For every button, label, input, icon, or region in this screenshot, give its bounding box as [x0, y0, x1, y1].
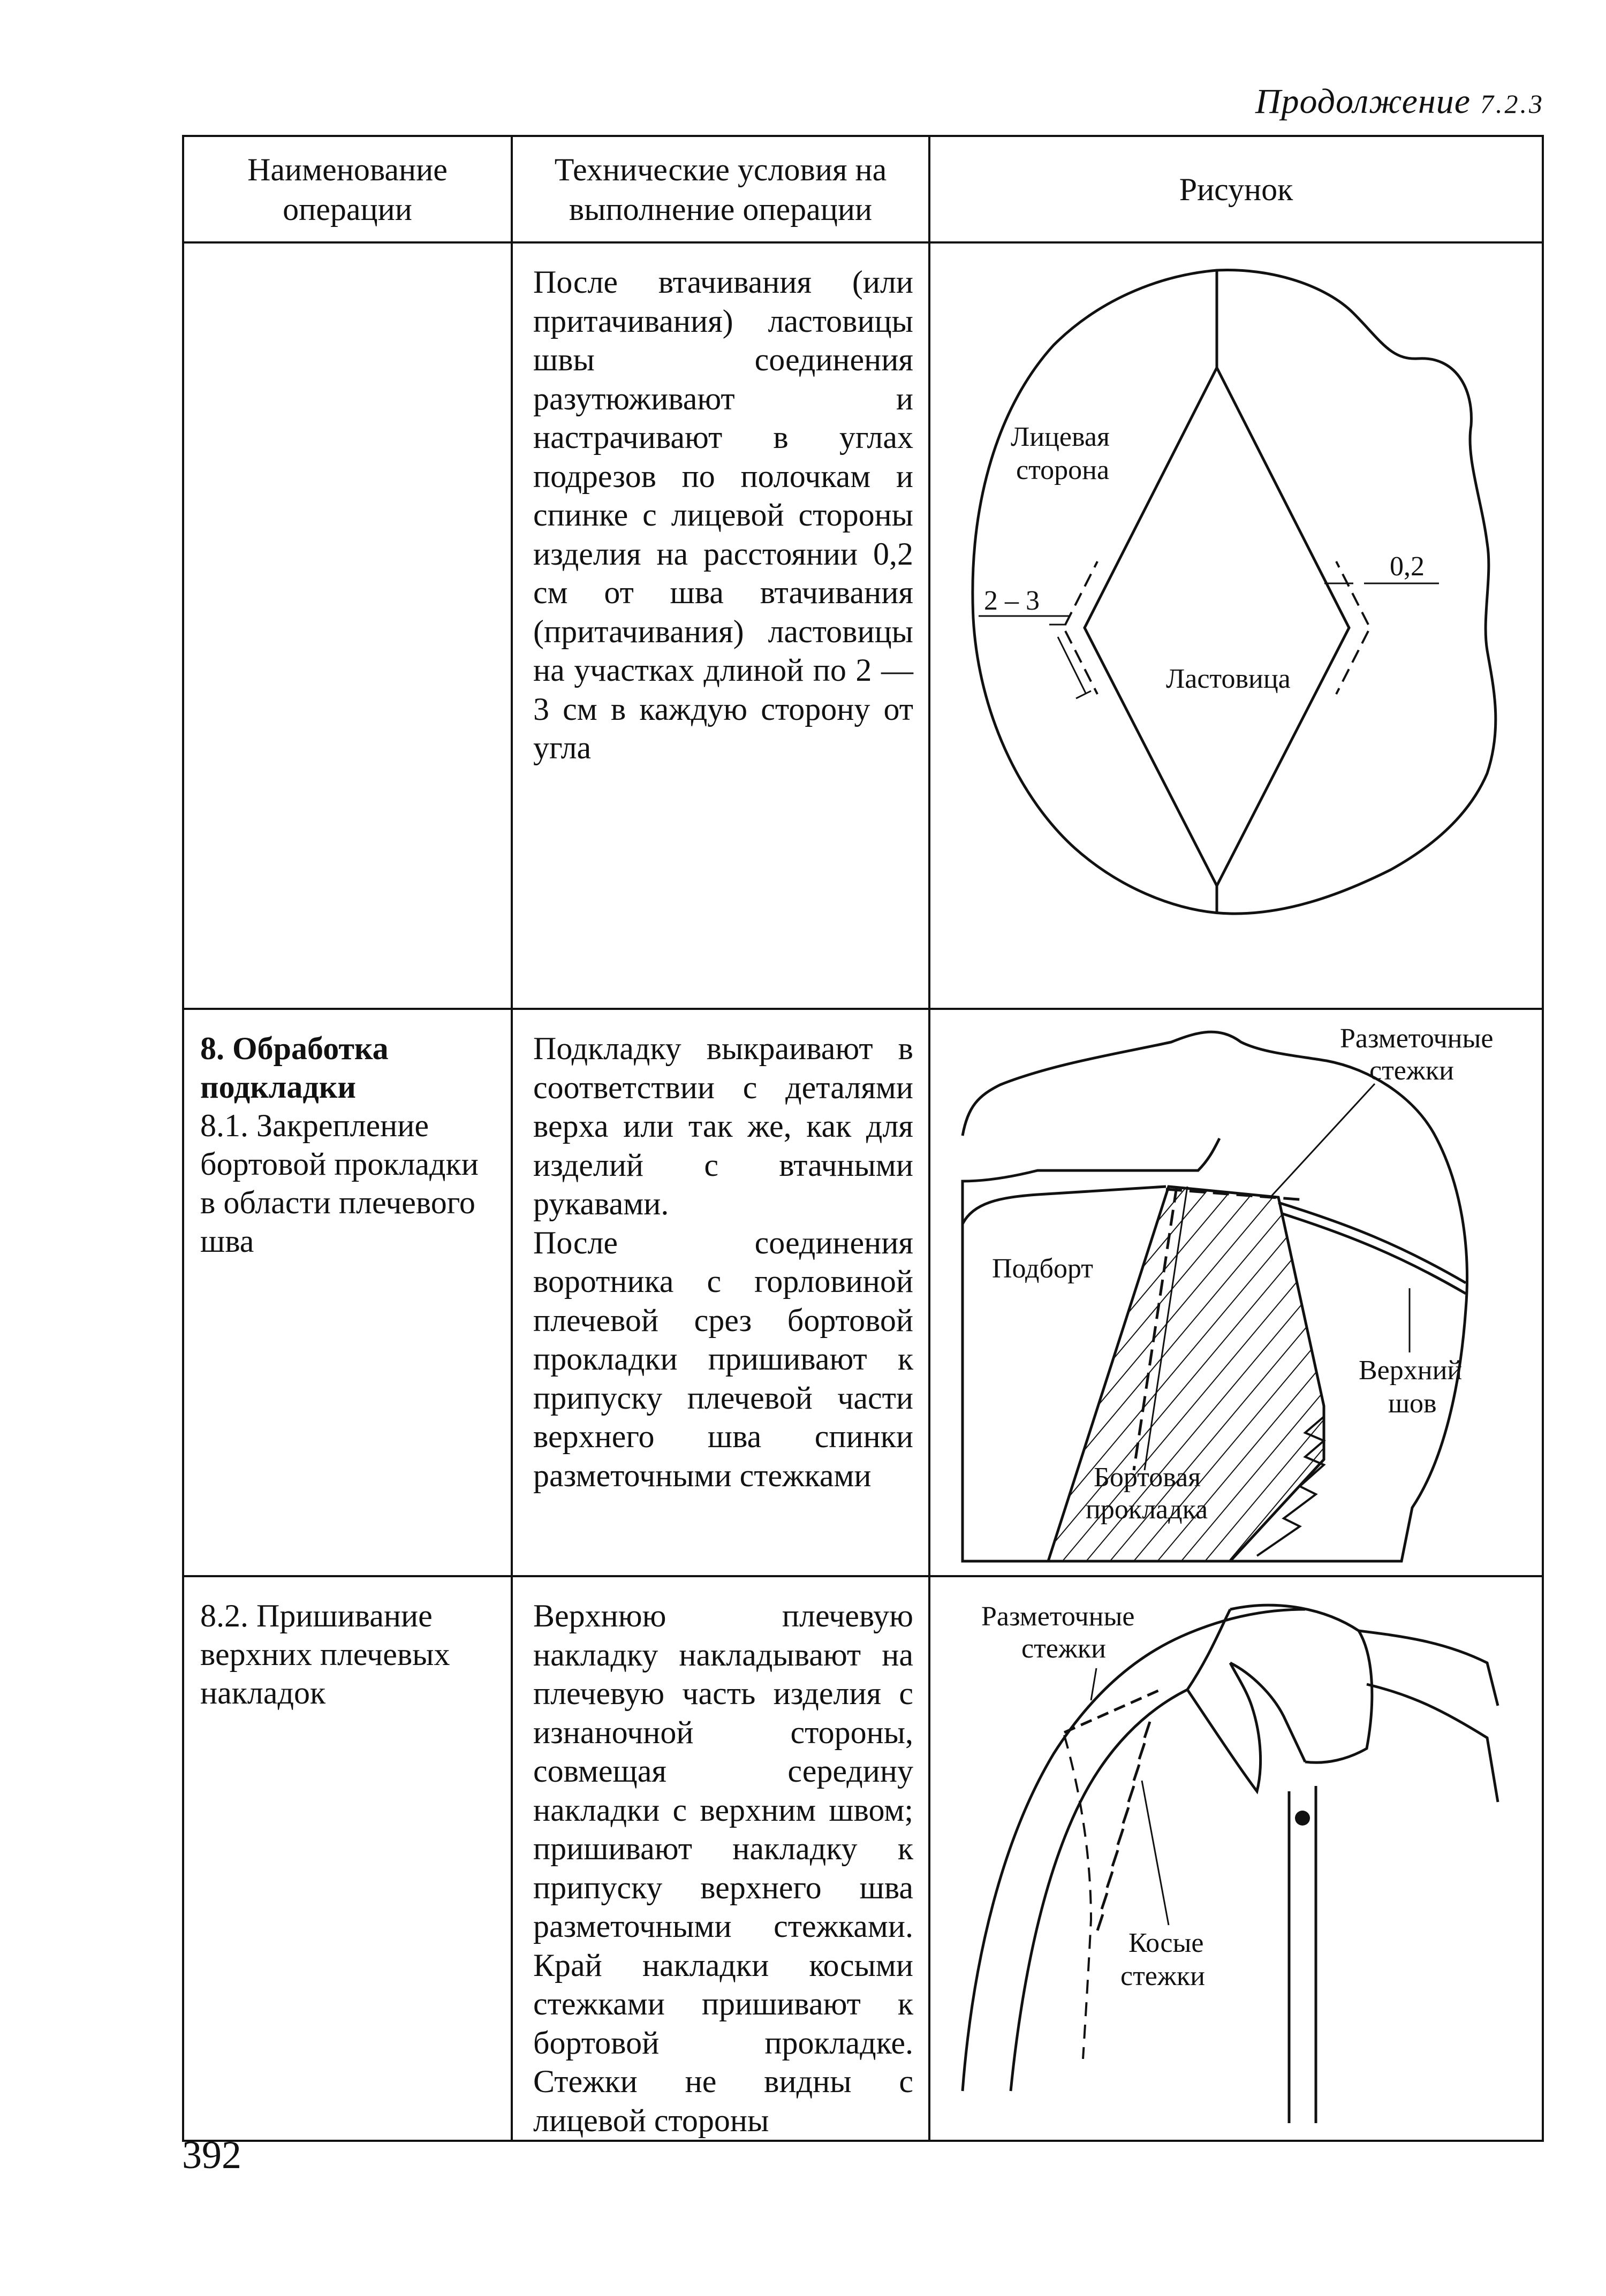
- continuation-caption: Продолжение 7.2.3: [1255, 81, 1544, 122]
- garment-outline: [971, 269, 1497, 915]
- interlining-label: Бортовая прокладка: [1086, 1462, 1208, 1525]
- gusset-label: Ластовица: [1166, 664, 1291, 694]
- header-figure: Рисунок: [928, 135, 1544, 244]
- marking-stitches-label: Разметочные стежки: [1340, 1023, 1500, 1086]
- seam-line: [1143, 1186, 1188, 1471]
- caption-text: Продолжение: [1255, 82, 1471, 121]
- header-technical-conditions: Технические условия на выполнение операц…: [511, 135, 930, 244]
- top-seam-label: Верхний шов: [1359, 1355, 1469, 1419]
- right-shoulder-top: [1358, 1629, 1499, 1706]
- dim-line-length: [1057, 636, 1087, 694]
- pad-edge-line: [1063, 1735, 1093, 2059]
- operation-text: 8.1. Закрепление бортовой прокладки в об…: [200, 1108, 479, 1259]
- shoulder-pad-figure: Разметочные стежки Косые стежки: [961, 1601, 1499, 2123]
- conditions-cell: Верхнюю плечевую накладку накладывают на…: [511, 1575, 930, 2142]
- figure-cell: Разметочные стежки Косые стежки: [928, 1575, 1544, 2142]
- operation-cell: 8.2. Пришивание верхних плечевых накладо…: [182, 1575, 513, 2142]
- dim-seam-label: 0,2: [1390, 551, 1425, 582]
- leader-slant-stitches: [1141, 1780, 1170, 1926]
- operation-cell: [182, 241, 513, 1010]
- left-lower-stitch: [1064, 630, 1099, 695]
- face-side-label: Лицевая сторона: [1011, 422, 1117, 485]
- gusset-figure: 2 – 3 0,2 Лицевая сторона Ластовица: [971, 269, 1497, 915]
- conditions-text: Верхнюю плечевую накладку накладывают на…: [533, 1598, 913, 2138]
- conditions-text: После соединения воротника с горловиной …: [533, 1225, 913, 1493]
- marking-stitch-line: [1132, 1186, 1178, 1471]
- figure-cell: Разметочные стежки Подборт Верхний шов Б…: [928, 1008, 1544, 1577]
- conditions-text: Подкладку выкраивают в соответствии с де…: [533, 1031, 913, 1221]
- facing-label: Подборт: [992, 1253, 1093, 1284]
- right-shoulder-seam: [1366, 1683, 1499, 1803]
- leader-marking-stitches: [1090, 1668, 1097, 1701]
- left-upper-stitch: [1064, 561, 1099, 625]
- collar-left: [1186, 1608, 1232, 1691]
- header-operation-name: Наименование операции: [182, 135, 513, 244]
- conditions-cell: Подкладку выкраивают в соответствии с де…: [511, 1008, 930, 1577]
- slant-stitches: [1096, 1721, 1152, 1931]
- dim-tick: [1075, 690, 1092, 700]
- collar-outline: [961, 1030, 1468, 1563]
- button-icon: [1295, 1811, 1310, 1826]
- zigzag-edge: [1256, 1416, 1326, 1557]
- conditions-cell: После втачивания (или притачивания) ласт…: [511, 241, 930, 1010]
- shoulder-interlining-figure: Разметочные стежки Подборт Верхний шов Б…: [961, 1023, 1500, 1563]
- operations-table: Наименование операции Технические услови…: [182, 135, 1544, 2142]
- right-lower-stitch: [1335, 630, 1369, 695]
- operation-cell: 8. Обработка подкладки 8.1. Закрепление …: [182, 1008, 513, 1577]
- collar-right: [1230, 1603, 1374, 1764]
- conditions-text: После втачивания (или притачивания) ласт…: [533, 264, 913, 765]
- lapel-edge: [961, 1185, 1166, 1225]
- marking-stitches-label: Разметочные стежки: [981, 1601, 1141, 1664]
- marking-stitch-line: [1063, 1688, 1162, 1734]
- table-row: После втачивания (или притачивания) ласт…: [182, 241, 1544, 1010]
- operation-text: 8.2. Пришивание верхних плечевых накладо…: [200, 1598, 450, 1710]
- right-upper-stitch: [1335, 561, 1369, 625]
- slant-stitches-label: Косые стежки: [1120, 1928, 1211, 1991]
- collar-inner: [1229, 1661, 1307, 1763]
- page-number: 392: [182, 2133, 241, 2177]
- shoulder-outer-line: [961, 1608, 1306, 2092]
- top-seam-line-2: [1281, 1212, 1467, 1295]
- collar-fold: [1186, 1662, 1262, 1795]
- shoulder-inner-line: [1009, 1688, 1188, 2092]
- top-seam-line-1: [1278, 1201, 1467, 1284]
- dim-length-label: 2 – 3: [984, 586, 1040, 616]
- figure-cell: 2 – 3 0,2 Лицевая сторона Ластовица: [928, 241, 1544, 1010]
- gusset-diamond: [1083, 364, 1351, 889]
- interlining-hatched: [1046, 1185, 1325, 1563]
- table-row: 8.2. Пришивание верхних плечевых накладо…: [182, 1575, 1544, 2142]
- table-row: 8. Обработка подкладки 8.1. Закрепление …: [182, 1008, 1544, 1577]
- section-title: 8. Обработка подкладки: [200, 1031, 389, 1105]
- table-header-row: Наименование операции Технические услови…: [182, 135, 1544, 244]
- leader-marking-stitches: [1269, 1083, 1376, 1198]
- caption-number: 7.2.3: [1480, 89, 1544, 119]
